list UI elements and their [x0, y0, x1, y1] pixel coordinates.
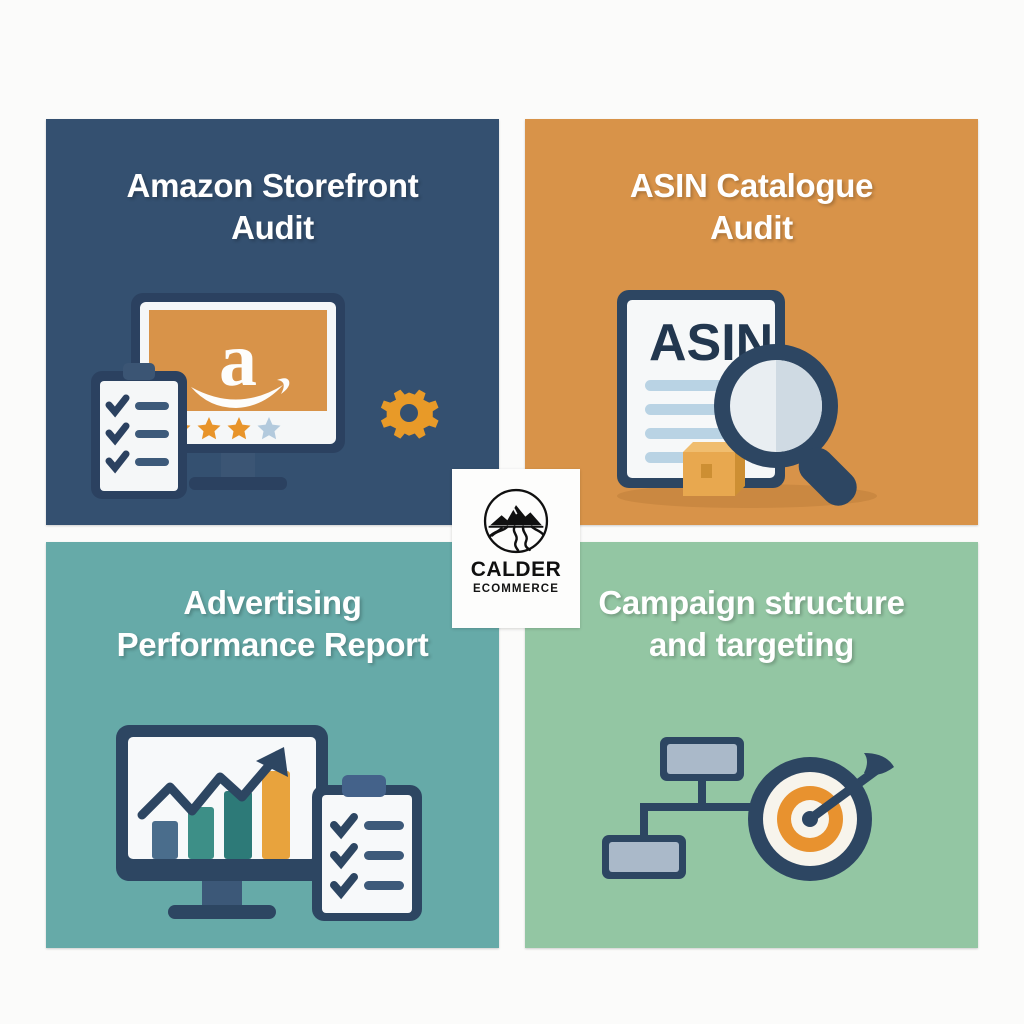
quadrant-amazon-storefront-audit[interactable]: Amazon Storefront Audit — [46, 119, 499, 525]
trend-arrow-up-icon — [137, 750, 282, 820]
hierarchy-node-bottom — [601, 835, 686, 879]
arrow-head-icon — [255, 747, 288, 777]
brand-logo-card[interactable]: CALDER ECOMMERCE — [452, 469, 580, 628]
quadrant-title-amazon-storefront-audit: Amazon Storefront Audit — [126, 167, 419, 247]
quadrant-asin-catalogue-audit[interactable]: ASIN Catalogue Audit ASIN — [525, 119, 978, 525]
quadrant-title-campaign-structure-and-targeting: Campaign structure and targeting — [598, 584, 905, 664]
quadrant-art-asin-catalogue-audit: ASIN — [525, 267, 978, 525]
campaign-targeting-illustration — [601, 737, 894, 881]
amazon-logo-icon: a — [190, 318, 289, 408]
hierarchy-node-top — [659, 737, 744, 781]
magnifying-glass-icon — [713, 344, 857, 506]
brand-name: CALDER — [470, 558, 562, 581]
quadrant-grid: Amazon Storefront Audit — [46, 119, 978, 948]
quadrant-title-advertising-performance-report: Advertising Performance Report — [116, 584, 429, 664]
brand-tagline: ECOMMERCE — [473, 583, 559, 595]
storefront-audit-illustration: a — [90, 293, 439, 499]
asin-audit-illustration: ASIN — [616, 290, 877, 508]
svg-text:a: a — [219, 318, 257, 402]
quadrant-art-amazon-storefront-audit: a — [46, 267, 499, 525]
clipboard-checklist-icon — [90, 363, 187, 499]
hierarchy-chart-icon — [601, 737, 776, 879]
monitor-icon — [115, 725, 328, 919]
arrow-icon — [805, 753, 894, 824]
quadrant-title-asin-catalogue-audit: ASIN Catalogue Audit — [629, 167, 874, 247]
quadrant-art-campaign-structure-and-targeting — [525, 692, 978, 948]
gear-icon — [380, 389, 439, 439]
quadrant-campaign-structure-and-targeting[interactable]: Campaign structure and targeting — [525, 542, 978, 948]
clipboard-checklist-icon — [311, 775, 422, 921]
quadrant-advertising-performance-report[interactable]: Advertising Performance Report — [46, 542, 499, 948]
advertising-report-illustration — [115, 725, 422, 921]
mountain-river-circle-icon — [483, 488, 549, 554]
bar-chart-icon — [151, 771, 290, 859]
quadrant-art-advertising-performance-report — [46, 692, 499, 948]
